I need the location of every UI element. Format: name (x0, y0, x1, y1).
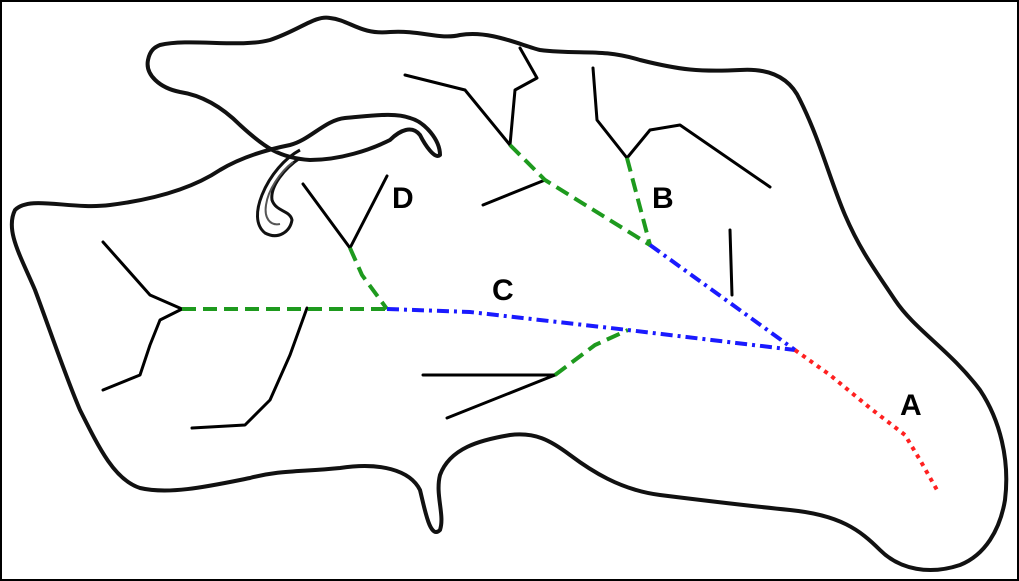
tributary-line (508, 46, 539, 147)
stream-segment (625, 157, 652, 246)
second-order-streams (182, 143, 652, 377)
tributary-line (101, 240, 184, 311)
stream-segment (348, 247, 389, 311)
tributary-line (481, 178, 547, 207)
stream-segment (553, 328, 629, 377)
stream-segment (508, 143, 652, 247)
tributary-line (101, 307, 184, 392)
tributary-line (591, 66, 629, 160)
meander-loop (256, 148, 301, 238)
label-c: C (492, 274, 514, 307)
label-d: D (392, 182, 414, 215)
tributary-line (625, 123, 772, 189)
label-b: B (652, 182, 674, 215)
third-order-streams (386, 243, 797, 352)
tributary-line (301, 182, 352, 250)
tributary-line (728, 228, 734, 297)
tributary-line (190, 306, 309, 430)
basin-outline (9, 15, 1009, 572)
meander-loop-inner (264, 161, 294, 226)
stream-segment (386, 307, 796, 352)
fourth-order-stream (793, 348, 939, 491)
tributary-line (348, 174, 389, 250)
tributary-line (445, 373, 557, 420)
tributary-line (403, 73, 512, 147)
label-a: A (900, 389, 922, 422)
first-order-streams (101, 46, 772, 430)
stream-segment (648, 243, 797, 352)
